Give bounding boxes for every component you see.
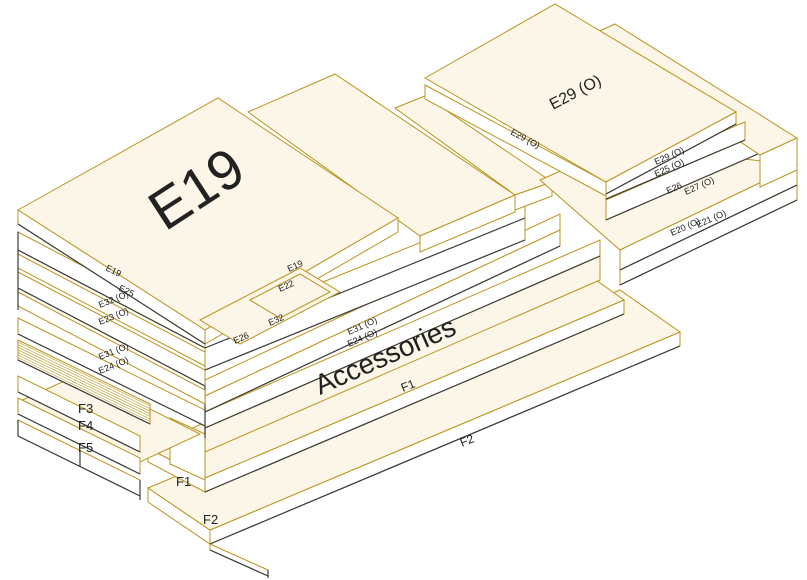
slat-line bbox=[17, 346, 151, 412]
middle-upper-front bbox=[419, 194, 516, 253]
label-f1-side: F1 bbox=[399, 376, 418, 394]
accessories-edge bbox=[204, 255, 601, 429]
right-stack bbox=[423, 3, 799, 286]
pallet-middle-upper bbox=[246, 73, 554, 253]
f4-base-edge bbox=[17, 413, 141, 475]
e-stack-right-edge-2 bbox=[204, 239, 526, 371]
label-f2: F2 bbox=[203, 512, 218, 527]
left-stack bbox=[16, 317, 206, 500]
label-f2-side: F2 bbox=[458, 431, 477, 449]
small-panels bbox=[198, 267, 342, 345]
e26-edge bbox=[605, 149, 768, 221]
small-panel-e22 bbox=[248, 273, 332, 319]
label-f5: F5 bbox=[78, 440, 93, 455]
slat-line bbox=[17, 357, 151, 422]
f1-base-edge bbox=[204, 313, 625, 493]
f3-base-edge bbox=[17, 391, 141, 453]
slat-line bbox=[17, 349, 151, 415]
label-f1: F1 bbox=[176, 474, 191, 489]
e-stack bbox=[17, 199, 526, 405]
slatted-base-edge bbox=[17, 359, 151, 425]
middle-strip-face bbox=[514, 181, 553, 211]
e29-bottom-edge bbox=[605, 123, 737, 195]
slat-line bbox=[17, 344, 151, 409]
label-f3: F3 bbox=[78, 401, 93, 416]
e19-bottom-edge bbox=[17, 223, 206, 345]
e25-stack-edge bbox=[605, 139, 746, 200]
e29-small-face bbox=[424, 84, 607, 197]
e24-base-edge bbox=[204, 245, 561, 413]
slatted-pallet-slats bbox=[17, 341, 151, 422]
slat-line bbox=[17, 354, 151, 420]
e20-edge bbox=[619, 184, 798, 271]
back-pallet-face bbox=[759, 137, 798, 188]
e21-edge bbox=[619, 199, 798, 286]
f2-skid-edge bbox=[209, 549, 269, 577]
slat-line bbox=[17, 352, 151, 417]
f2-skid-left bbox=[209, 543, 269, 577]
f5-base-edge bbox=[17, 435, 141, 497]
e24-left-edge bbox=[17, 333, 206, 427]
f2-base-edge bbox=[209, 345, 681, 545]
e19-side-edge bbox=[17, 249, 206, 349]
label-f4: F4 bbox=[78, 418, 93, 433]
e32-side-edge bbox=[17, 287, 206, 387]
slat-line bbox=[17, 341, 151, 407]
